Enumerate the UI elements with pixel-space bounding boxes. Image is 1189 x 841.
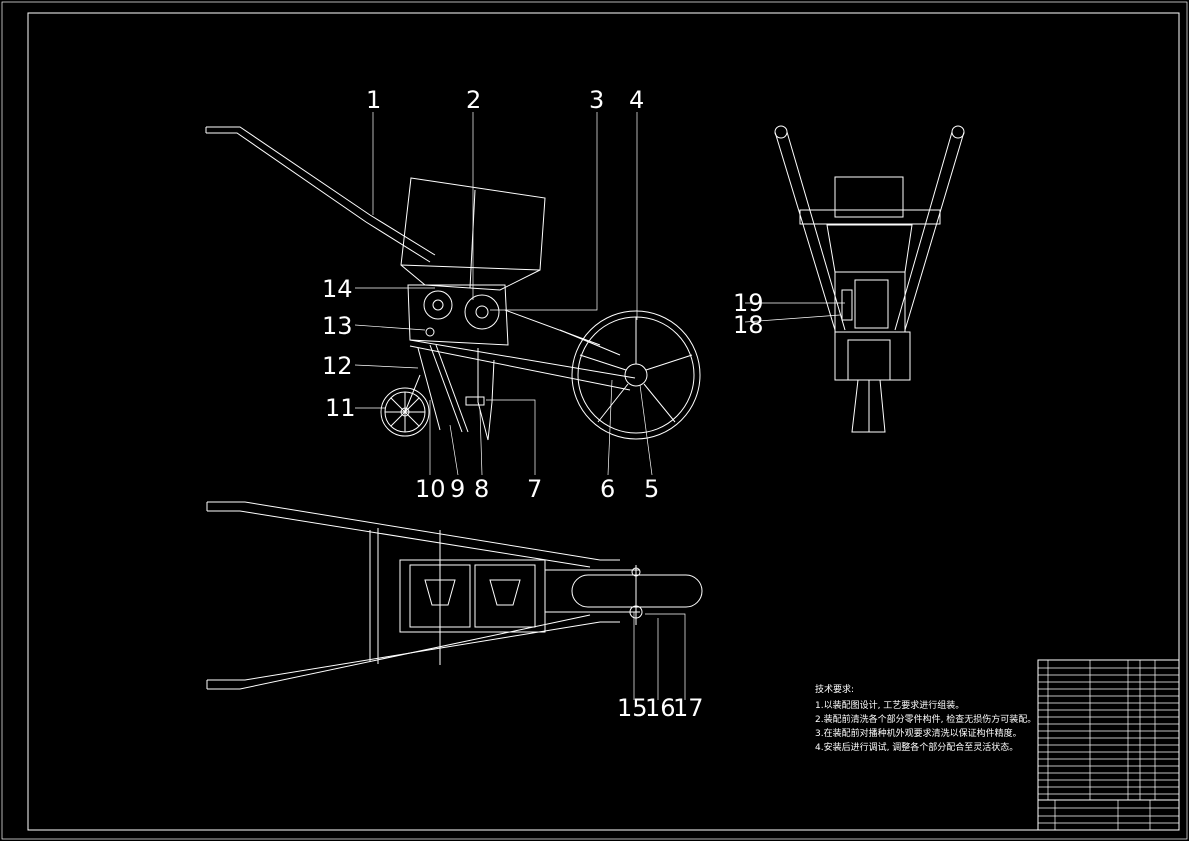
callout-2: 2 xyxy=(466,86,481,114)
callout-8: 8 xyxy=(474,475,489,503)
callout-13: 13 xyxy=(322,312,353,340)
note-4: 4.安装后进行调试, 调整各个部分配合至灵活状态。 xyxy=(815,741,1018,753)
callout-4: 4 xyxy=(629,86,644,114)
leader-lines xyxy=(354,112,653,476)
callout-12: 12 xyxy=(322,352,353,380)
note-3: 3.在装配前对播种机外观要求清洗以保证构件精度。 xyxy=(815,727,1022,739)
callout-11: 11 xyxy=(325,394,356,422)
notes-title: 技术要求: xyxy=(815,683,854,695)
callout-17: 17 xyxy=(673,694,704,722)
callout-19: 19 xyxy=(733,289,764,317)
note-1: 1.以装配图设计, 工艺要求进行组装。 xyxy=(815,699,964,711)
callout-3: 3 xyxy=(589,86,604,114)
callout-7: 7 xyxy=(527,475,542,503)
callout-5: 5 xyxy=(644,475,659,503)
callout-10: 10 xyxy=(415,475,446,503)
callout-14: 14 xyxy=(322,275,353,303)
side-view xyxy=(205,126,701,441)
inner-border xyxy=(27,12,1180,831)
callout-6: 6 xyxy=(600,475,615,503)
technical-notes: 技术要求: 1.以装配图设计, 工艺要求进行组装。 2.装配前清洗各个部分零件构… xyxy=(815,683,1036,753)
front-view xyxy=(744,125,965,433)
note-2: 2.装配前清洗各个部分零件构件, 检查无损伤方可装配。 xyxy=(815,713,1036,725)
parts-list xyxy=(1037,659,1180,831)
callout-15: 15 xyxy=(617,694,648,722)
callout-1: 1 xyxy=(366,86,381,114)
callout-18: 18 xyxy=(733,311,764,339)
callout-16: 16 xyxy=(645,694,676,722)
top-view xyxy=(206,501,703,700)
callout-9: 9 xyxy=(450,475,465,503)
